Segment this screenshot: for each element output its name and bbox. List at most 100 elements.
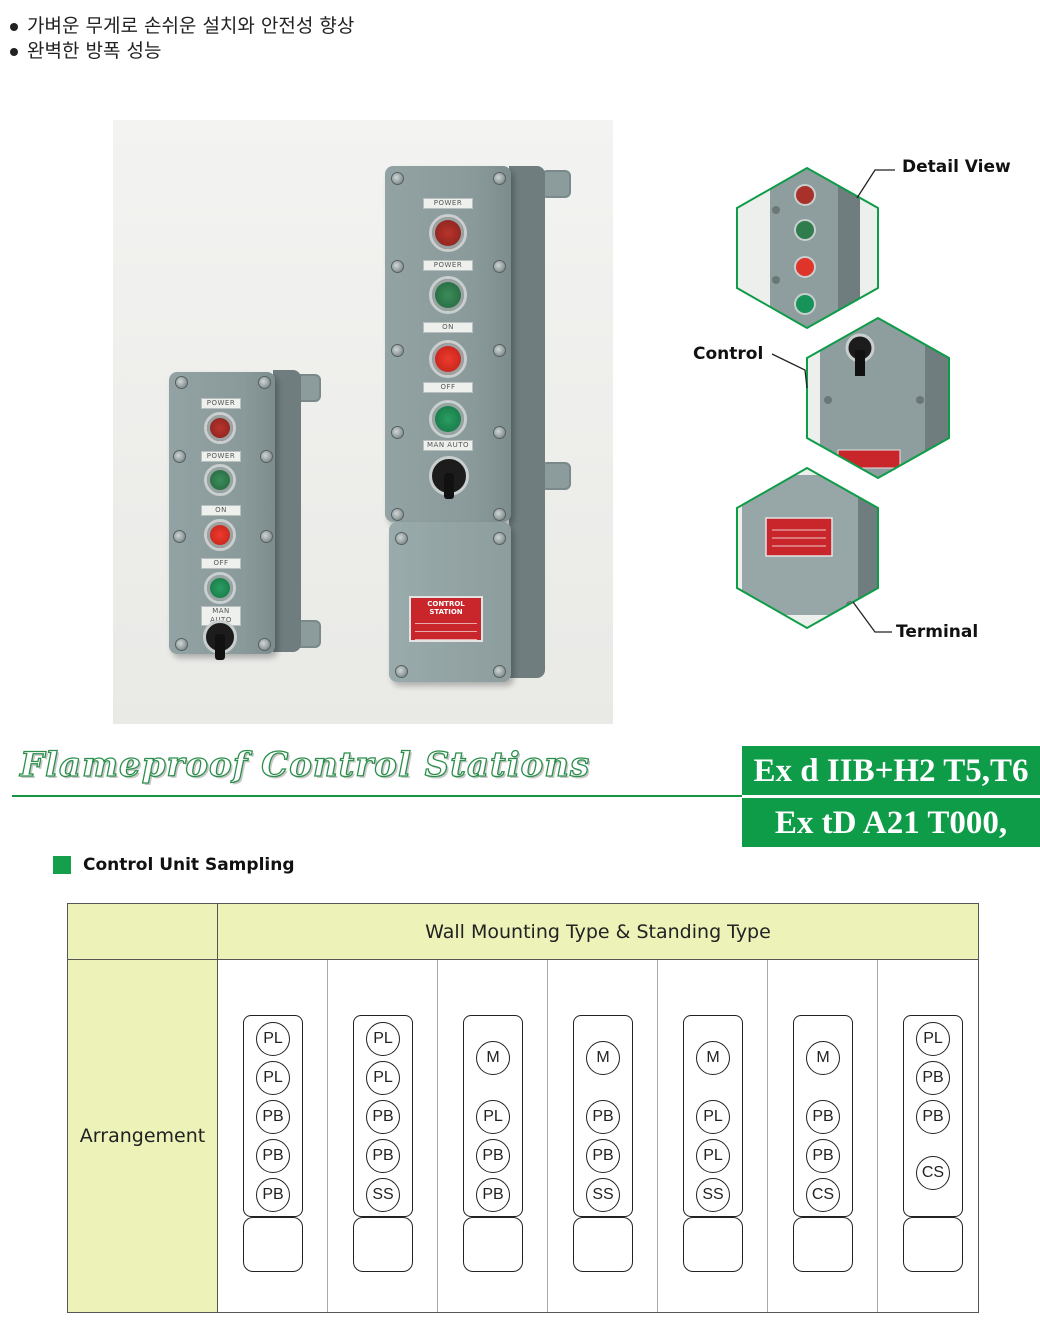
screw-icon: [260, 450, 273, 463]
device-symbol: PB: [256, 1139, 290, 1173]
push-button-green-icon: [429, 400, 467, 438]
screw-icon: [175, 376, 188, 389]
table-header: Wall Mounting Type & Standing Type: [218, 904, 978, 960]
push-button-red-icon: [204, 519, 236, 551]
page-title: Flameproof Control Stations: [19, 744, 591, 785]
terminal-box-outline: [353, 1217, 413, 1272]
screw-icon: [493, 344, 506, 357]
arrangement-column: M PL PB PB: [438, 960, 548, 1312]
device-symbol: CS: [806, 1178, 840, 1212]
device-symbol: PB: [476, 1139, 510, 1173]
device-symbol: PL: [256, 1061, 290, 1095]
screw-icon: [175, 638, 188, 651]
device-symbol: PB: [256, 1178, 290, 1212]
screw-icon: [493, 172, 506, 185]
screw-icon: [493, 532, 506, 545]
screw-icon: [493, 426, 506, 439]
screw-icon: [493, 260, 506, 273]
terminal-view-image: [737, 468, 878, 628]
screw-icon: [391, 508, 404, 521]
label-plate: POWER: [201, 451, 241, 462]
label-plate: POWER: [201, 398, 241, 409]
arrangement-column: PL PB PB CS: [878, 960, 988, 1312]
feature-text: 가벼운 무게로 손쉬운 설치와 안전성 향상: [27, 15, 355, 37]
terminal-box-outline: [683, 1217, 743, 1272]
screw-icon: [173, 450, 186, 463]
enclosure-side: [509, 166, 545, 678]
device-symbol: PB: [916, 1100, 950, 1134]
pilot-lamp-red-icon: [204, 412, 236, 444]
device-symbol: SS: [696, 1178, 730, 1212]
device-symbol: PL: [916, 1022, 950, 1056]
label-plate: ON: [201, 505, 241, 516]
feature-list: 가벼운 무게로 손쉬운 설치와 안전성 향상 완벽한 방폭 성능: [10, 14, 354, 64]
terminal-box-outline: [573, 1217, 633, 1272]
screw-icon: [493, 508, 506, 521]
label-plate: MAN AUTO: [423, 440, 473, 451]
section-heading: Control Unit Sampling: [53, 855, 295, 875]
nameplate: CONTROL STATION: [409, 596, 483, 642]
device-symbol: CS: [916, 1156, 950, 1190]
square-bullet-icon: [53, 856, 71, 874]
bullet-icon: [10, 22, 18, 31]
label-plate: ON: [423, 322, 473, 333]
screw-icon: [391, 172, 404, 185]
device-symbol: SS: [586, 1178, 620, 1212]
table-corner: [68, 904, 218, 960]
screw-icon: [391, 344, 404, 357]
device-symbol: PB: [806, 1139, 840, 1173]
arrangement-table: Wall Mounting Type & Standing Type Arran…: [67, 903, 979, 1313]
station-outline: M PL PB PB: [463, 1015, 523, 1217]
device-symbol: PB: [916, 1061, 950, 1095]
device-symbol: PB: [366, 1100, 400, 1134]
pilot-lamp-red-icon: [429, 214, 467, 252]
screw-icon: [493, 665, 506, 678]
device-symbol: PL: [366, 1061, 400, 1095]
device-symbol: PB: [586, 1139, 620, 1173]
table-row-label: Arrangement: [68, 960, 218, 1312]
device-symbol: PL: [366, 1022, 400, 1056]
section-heading-text: Control Unit Sampling: [83, 855, 295, 875]
control-view-image: [807, 318, 949, 478]
enclosure-side: [273, 370, 301, 652]
device-symbol: M: [806, 1041, 840, 1075]
screw-icon: [260, 530, 273, 543]
label-plate: POWER: [423, 198, 473, 209]
product-photo: POWER POWER ON OFF MAN AUTO POWER POWER …: [113, 120, 613, 724]
spec-badge: Ex d IIB+H2 T5,T6: [742, 746, 1040, 795]
screw-icon: [173, 530, 186, 543]
feature-text: 완벽한 방폭 성능: [27, 40, 162, 62]
terminal-box-outline: [463, 1217, 523, 1272]
callout-detail-view: Detail View: [902, 157, 1011, 177]
feature-item: 가벼운 무게로 손쉬운 설치와 안전성 향상: [10, 14, 354, 39]
device-symbol: M: [696, 1041, 730, 1075]
selector-switch-icon: [203, 620, 237, 661]
screw-icon: [391, 426, 404, 439]
device-symbol: PL: [696, 1139, 730, 1173]
screw-icon: [258, 376, 271, 389]
terminal-box-outline: [903, 1217, 963, 1272]
push-button-red-icon: [429, 340, 467, 378]
callout-control: Control: [693, 344, 764, 364]
device-symbol: PB: [256, 1100, 290, 1134]
device-symbol: M: [586, 1041, 620, 1075]
screw-icon: [258, 638, 271, 651]
arrangement-column: PL PL PB PB PB: [218, 960, 328, 1312]
push-button-green-icon: [204, 572, 236, 604]
device-symbol: M: [476, 1041, 510, 1075]
callout-terminal: Terminal: [896, 622, 979, 642]
title-rule: [12, 795, 742, 797]
device-symbol: PB: [476, 1178, 510, 1212]
device-symbol: PL: [256, 1022, 290, 1056]
station-outline: PL PB PB CS: [903, 1015, 963, 1217]
label-plate: POWER: [423, 260, 473, 271]
device-symbol: PL: [476, 1100, 510, 1134]
detail-views: [736, 166, 950, 633]
station-outline: PL PL PB PB PB: [243, 1015, 303, 1217]
